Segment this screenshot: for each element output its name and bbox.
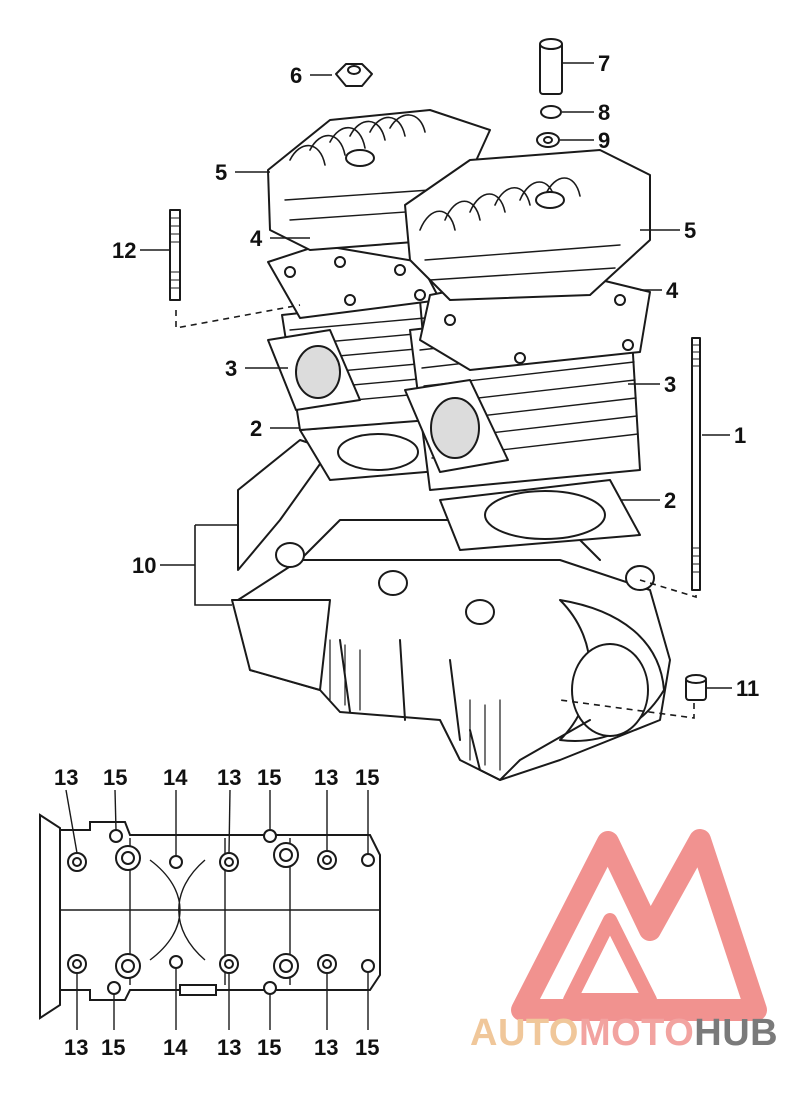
callout-5-left: 5 [215, 160, 227, 185]
bolt-callout-bottom-6: 13 [314, 1035, 338, 1060]
cylinder-left [267, 299, 431, 431]
callout-5-right: 5 [684, 218, 696, 243]
callout-12: 12 [112, 238, 136, 263]
callout-2-right: 2 [664, 488, 676, 513]
dowel-pin-part [685, 674, 707, 701]
bolt-callout-bottom-5: 15 [257, 1035, 281, 1060]
short-stud-part [169, 209, 181, 301]
watermark-logo-icon [511, 829, 767, 1021]
bolt-callout-bottom-2: 15 [101, 1035, 125, 1060]
cylinder-head-right [404, 149, 651, 301]
leader-lines [140, 62, 732, 719]
callout-4-left: 4 [250, 226, 263, 251]
callout-11: 11 [736, 676, 759, 701]
callout-1: 1 [734, 423, 746, 448]
callout-labels: 1 2 2 3 3 4 4 5 5 6 7 8 9 10 11 12 [112, 51, 759, 701]
callout-3-left: 3 [225, 356, 237, 381]
watermark-wordmark: AUTOMOTOHUB [470, 1012, 778, 1055]
callout-8: 8 [598, 100, 610, 125]
callout-7: 7 [598, 51, 610, 76]
watermark-word-moto: MOTO [578, 1012, 695, 1054]
bolt-callout-bottom-7: 15 [355, 1035, 379, 1060]
bolt-callout-top-2: 15 [103, 765, 127, 790]
watermark-word-hub: HUB [694, 1012, 779, 1054]
watermark-word-auto: AUTO [470, 1012, 579, 1054]
bolt-callout-top-7: 15 [355, 765, 379, 790]
cap-nut-part [335, 63, 373, 87]
base-gasket-right [439, 479, 641, 551]
callout-10: 10 [132, 553, 156, 578]
bolt-callout-top-1: 13 [54, 765, 78, 790]
callout-6: 6 [290, 63, 302, 88]
flat-washer-part [536, 132, 560, 148]
callout-4-right: 4 [666, 278, 679, 303]
bolt-callout-top-5: 15 [257, 765, 281, 790]
bolt-leader-lines [65, 789, 369, 1030]
bolt-callout-top-4: 13 [217, 765, 241, 790]
bottom-bolt-row [67, 953, 375, 995]
bolt-callout-bottom-3: 14 [163, 1035, 188, 1060]
callout-9: 9 [598, 128, 610, 153]
spring-washer-part [540, 105, 562, 119]
bolt-callout-top-6: 13 [314, 765, 338, 790]
crankcase-top-callouts: 13 15 14 13 15 13 15 [54, 765, 379, 790]
spacer-sleeve-part [539, 38, 563, 95]
bolt-callout-top-3: 14 [163, 765, 188, 790]
bolt-callout-bottom-1: 13 [64, 1035, 88, 1060]
callout-2-left: 2 [250, 416, 262, 441]
crankcase-bolt-view [39, 789, 381, 1030]
crankcase-bottom-callouts: 13 15 14 13 15 13 15 [64, 1035, 379, 1060]
callout-3-right: 3 [664, 372, 676, 397]
bolt-callout-bottom-4: 13 [217, 1035, 241, 1060]
long-stud-part [691, 337, 701, 591]
top-bolt-row [67, 829, 375, 872]
